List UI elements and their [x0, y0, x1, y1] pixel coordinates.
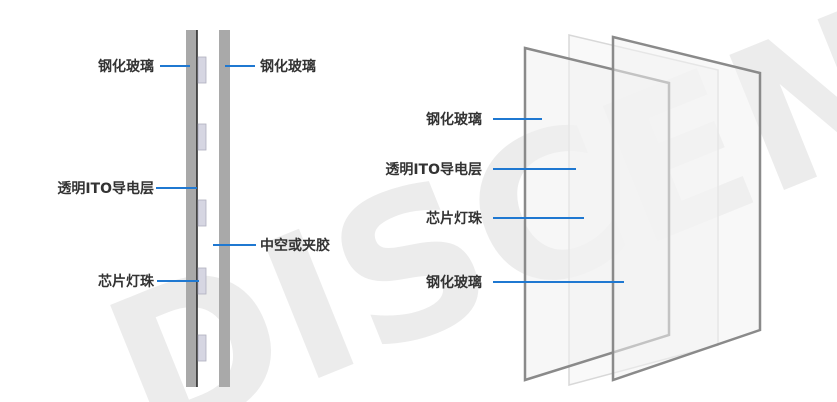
leader-lines — [156, 65, 256, 282]
exploded-diagram: 钢化玻璃 透明ITO导电层 芯片灯珠 钢化玻璃 — [385, 34, 762, 386]
glass-pane-left — [186, 30, 197, 387]
label-glass-left: 钢化玻璃 — [98, 58, 154, 75]
label-led-chip: 芯片灯珠 — [98, 273, 155, 290]
label-glass-right: 钢化玻璃 — [260, 58, 316, 75]
label-hollow-or-glue: 中空或夹胶 — [260, 237, 330, 254]
cross-section-diagram: 钢化玻璃 钢化玻璃 透明ITO导电层 中空或夹胶 芯片灯珠 — [57, 30, 330, 387]
glass-pane-right — [219, 30, 230, 387]
label-ito-layer-exploded: 透明ITO导电层 — [385, 161, 482, 178]
label-glass-front: 钢化玻璃 — [426, 111, 482, 128]
label-led-chip-exploded: 芯片灯珠 — [426, 210, 483, 227]
label-ito-layer: 透明ITO导电层 — [57, 180, 154, 197]
label-glass-back: 钢化玻璃 — [426, 274, 482, 291]
leader-lines-exploded — [493, 118, 624, 283]
back-glass-pane — [611, 35, 762, 382]
